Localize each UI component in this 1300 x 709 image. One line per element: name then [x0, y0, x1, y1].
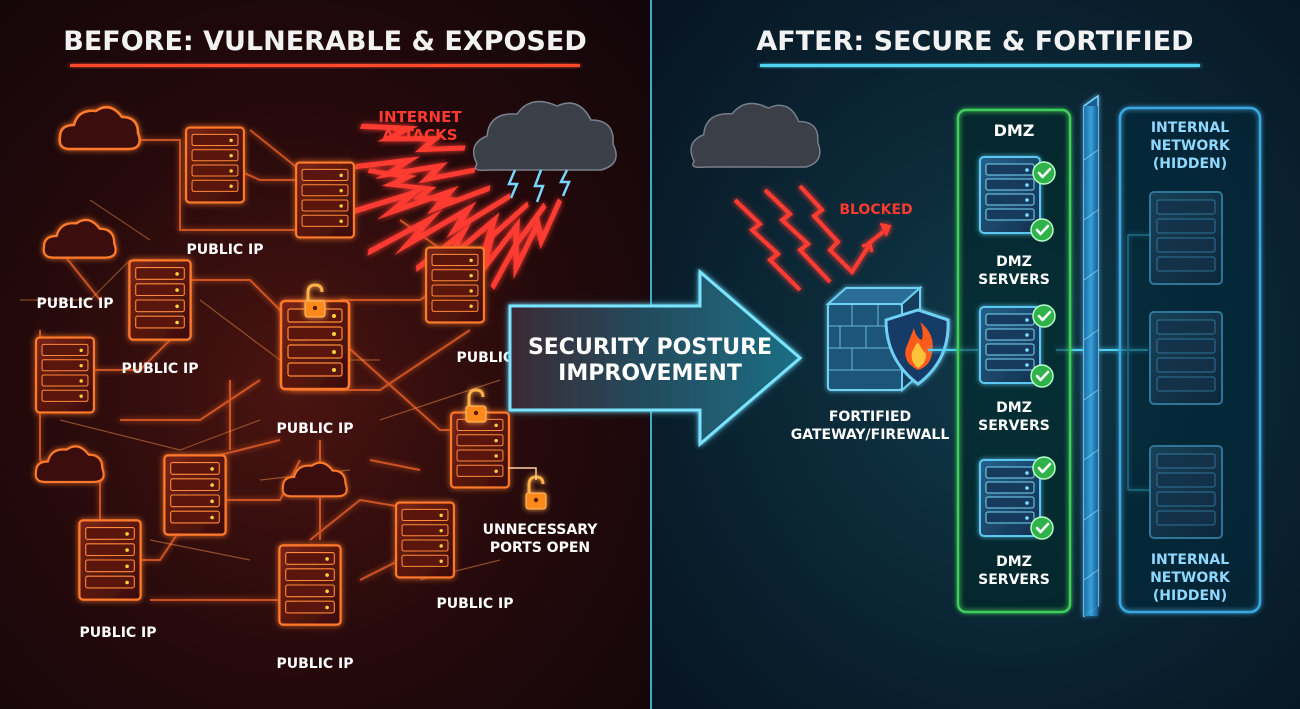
- public-ip-label: PUBLIC IP: [186, 242, 263, 258]
- storm-cloud-icon: [690, 102, 821, 169]
- transition-label-line1: SECURITY POSTURE: [528, 335, 772, 360]
- blocked-attack-bolts: [733, 184, 892, 292]
- unnecessary-ports-label-line2: PORTS OPEN: [490, 540, 590, 556]
- internet-attacks-label-line1: INTERNET: [378, 108, 462, 126]
- internal-network-labels: INTERNAL NETWORK (HIDDEN) INTERNAL NETWO…: [1150, 120, 1231, 604]
- unnecessary-ports-label-line1: UNNECESSARY: [483, 522, 599, 538]
- checkmark-badge-icon: [1031, 160, 1057, 186]
- checkmark-badge-icon: [1029, 363, 1055, 389]
- exposed-connection-mesh-dim: [20, 199, 501, 581]
- dmz-servers-label-line1: DMZ: [996, 554, 1032, 570]
- public-ip-label: PUBLIC IP: [36, 296, 113, 312]
- public-ip-label: PUBLIC IP: [121, 361, 198, 377]
- checkmark-badge-icon: [1029, 217, 1055, 243]
- storm-cloud-icon: [472, 100, 617, 203]
- server-rack-icon: [295, 161, 355, 239]
- server-rack-icon: [1149, 311, 1223, 405]
- server-rack-icon: [425, 246, 485, 324]
- before-title: BEFORE: VULNERABLE & EXPOSED: [63, 26, 586, 57]
- firewall-label-line2: GATEWAY/FIREWALL: [791, 427, 950, 443]
- server-rack-icon: [979, 156, 1041, 234]
- public-ip-label: PUBLIC IP: [276, 421, 353, 437]
- dmz-servers-label-line2: SERVERS: [978, 272, 1050, 288]
- server-rack-icon: [1149, 445, 1223, 539]
- before-title-underline: [70, 64, 580, 67]
- internal-network-label-line2: NETWORK: [1150, 138, 1231, 154]
- internal-network-label-line3: (HIDDEN): [1153, 156, 1227, 172]
- dmz-servers-label-line1: DMZ: [996, 254, 1032, 270]
- firewall-label-line1: FORTIFIED: [829, 409, 911, 425]
- public-ip-label: PUBLIC IP: [276, 656, 353, 672]
- server-rack-icon: [395, 501, 455, 579]
- internal-network-label-line1: INTERNAL: [1151, 552, 1229, 568]
- server-rack-icon: [163, 454, 227, 536]
- server-rack-icon: [128, 259, 192, 341]
- internal-network-label-line2: NETWORK: [1150, 570, 1231, 586]
- public-ip-label: PUBLIC IP: [79, 625, 156, 641]
- checkmark-badge-icon: [1031, 303, 1057, 329]
- checkmark-badge-icon: [1029, 515, 1055, 541]
- transition-label-line2: IMPROVEMENT: [558, 361, 742, 386]
- firewall-shield-icon: [825, 285, 950, 393]
- server-rack-icon: [1149, 191, 1223, 285]
- ports-callout-line: [508, 467, 537, 480]
- internal-network-label-line3: (HIDDEN): [1153, 588, 1227, 604]
- internal-network-label-line1: INTERNAL: [1151, 120, 1229, 136]
- internal-servers: [1149, 191, 1223, 539]
- internet-attacks-label-line2: ATTACKS: [382, 126, 457, 144]
- public-ip-label: PUBLIC IP: [436, 596, 513, 612]
- blocked-label: BLOCKED: [839, 202, 912, 218]
- before-labels: INTERNET ATTACKS PUBLIC IP PUBLIC IP PUB…: [36, 108, 598, 672]
- server-rack-icon: [35, 336, 95, 414]
- after-title: AFTER: SECURE & FORTIFIED: [756, 26, 1193, 57]
- server-rack-icon: [450, 411, 510, 489]
- server-rack-icon: [78, 519, 142, 601]
- dmz-server-labels: DMZ SERVERS DMZ SERVERS DMZ SERVERS: [978, 254, 1050, 588]
- dmz-servers-label-line1: DMZ: [996, 400, 1032, 416]
- dmz-servers-label-line2: SERVERS: [978, 572, 1050, 588]
- after-title-underline: [760, 64, 1200, 67]
- security-posture-arrow: SECURITY POSTURE IMPROVEMENT: [508, 268, 803, 448]
- dmz-servers: [979, 156, 1041, 537]
- dmz-servers-label-line2: SERVERS: [978, 418, 1050, 434]
- internal-firewall-wall: [1083, 94, 1099, 618]
- server-rack-icon: [278, 544, 342, 626]
- server-rack-icon: [185, 126, 245, 204]
- server-rack-icon: [979, 306, 1041, 384]
- checkmark-badge-icon: [1031, 455, 1057, 481]
- dmz-title: DMZ: [994, 121, 1035, 140]
